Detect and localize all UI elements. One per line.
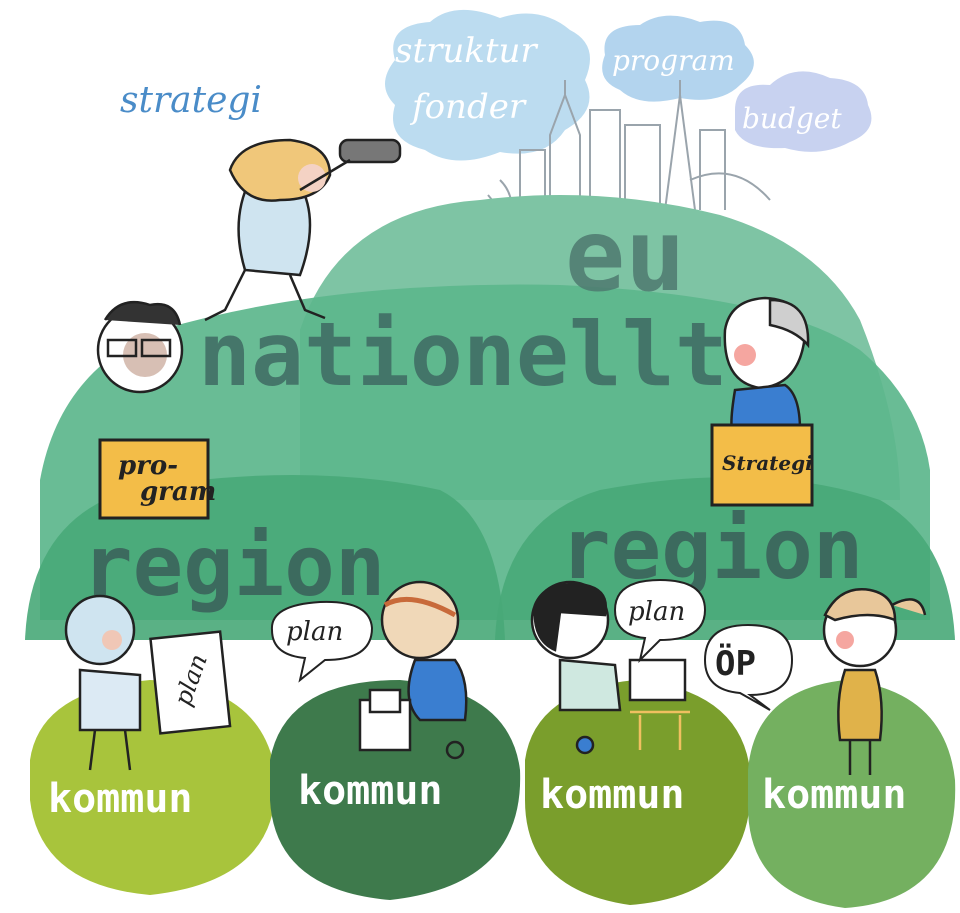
person-at-computer-1 xyxy=(358,580,468,760)
sign-strategi: Strategi xyxy=(710,423,814,507)
speech-bubble-plan-2: plan xyxy=(613,578,707,664)
city-skyline-icon xyxy=(487,80,771,246)
speech-bubble-op: ÖP xyxy=(703,623,794,711)
sign-program-line2: gram xyxy=(140,477,216,507)
person-at-computer-2 xyxy=(530,580,690,755)
person-plan-board: plan xyxy=(64,594,232,771)
cloud-fonder-label: fonder xyxy=(409,87,527,127)
cloud-strategi-label: strategi xyxy=(120,80,262,121)
cloud-program: program xyxy=(602,15,754,102)
kommun-blob-3 xyxy=(525,680,751,905)
cloud-strategi: strategi xyxy=(120,80,262,121)
cloud-shape xyxy=(385,9,590,161)
level-region-right-label: region xyxy=(560,500,863,598)
kommun-blob-4 xyxy=(747,680,956,908)
kommun-label-1: kommun xyxy=(48,776,193,822)
speech-op-label: ÖP xyxy=(715,643,756,684)
kommun-blob-2 xyxy=(270,680,521,900)
speech-plan-1-label: plan xyxy=(286,617,343,647)
sign-program: pro- gram xyxy=(98,438,216,520)
kommun-label-2: kommun xyxy=(298,768,443,814)
person-girl xyxy=(822,588,927,775)
level-eu-label: eu xyxy=(565,197,685,314)
person-program xyxy=(96,300,184,394)
cloud-shape xyxy=(735,71,872,152)
cloud-budget-label: budget xyxy=(742,102,842,135)
speech-plan-2-label: plan xyxy=(628,597,685,627)
level-nationellt-label: nationellt xyxy=(198,303,728,406)
kommun-label-4: kommun xyxy=(762,772,907,818)
sign-strategi-label: Strategi xyxy=(722,451,813,475)
cloud-budget: budget xyxy=(735,71,872,152)
cloud-strukturfonder: struktur fonder xyxy=(385,9,590,161)
kommun-blob-1 xyxy=(30,680,276,895)
speech-bubble-plan-1: plan xyxy=(270,600,374,683)
cloud-program-label: program xyxy=(612,44,735,77)
cloud-struktur-label: struktur xyxy=(395,31,538,71)
kommun-label-3: kommun xyxy=(540,772,685,818)
sign-program-line1: pro- xyxy=(118,451,178,481)
cloud-shape xyxy=(602,15,754,102)
person-strategi xyxy=(723,296,810,432)
level-region-left-label: region xyxy=(82,517,385,615)
person-with-binoculars xyxy=(204,138,402,322)
